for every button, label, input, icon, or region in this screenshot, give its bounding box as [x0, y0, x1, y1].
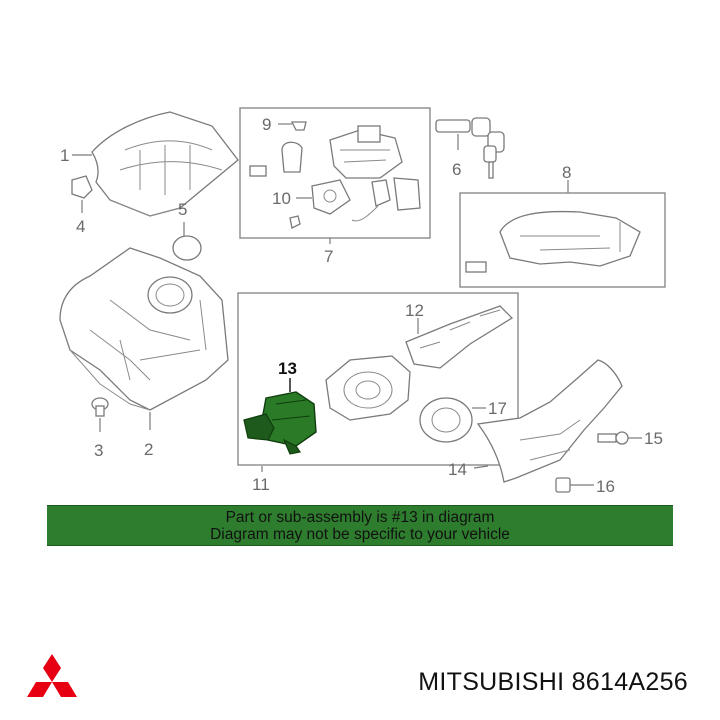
part-3-screw: 3 — [91, 397, 109, 460]
callout-9: 9 — [262, 115, 271, 134]
callout-2: 2 — [144, 440, 153, 459]
callout-7: 7 — [324, 247, 333, 266]
part-5-cap: 5 — [172, 200, 202, 261]
banner-line-1: Part or sub-assembly is #13 in diagram — [225, 508, 495, 526]
part-number: 8614A256 — [571, 668, 688, 696]
callout-15: 15 — [644, 429, 663, 448]
part-17-clock-spring: 17 — [419, 397, 507, 443]
part-14-paddle-shifter: 14 — [448, 359, 623, 483]
callout-10: 10 — [272, 189, 291, 208]
part-16-screw: 16 — [555, 477, 615, 496]
callout-12: 12 — [405, 301, 424, 320]
callout-3: 3 — [94, 441, 103, 460]
callout-11: 11 — [252, 475, 270, 494]
callout-6: 6 — [452, 160, 461, 179]
highlight-banner: Part or sub-assembly is #13 in diagram D… — [47, 505, 673, 546]
frame-7-lock-assembly: 9 10 7 — [239, 107, 431, 266]
frame-11-switch-assembly: 12 13 11 — [237, 292, 519, 494]
part-15-bolt: 15 — [597, 429, 663, 448]
callout-14: 14 — [448, 460, 467, 479]
callout-16: 16 — [596, 477, 615, 496]
callout-4: 4 — [76, 217, 85, 236]
callout-17: 17 — [488, 399, 507, 418]
brand-part-number: MITSUBISHI 8614A256 — [418, 668, 688, 697]
brand-name: MITSUBISHI — [418, 668, 565, 696]
parts-diagram: 1 4 5 2 3 9 — [59, 107, 666, 496]
part-6-keys: 6 — [435, 117, 505, 179]
part-4-clip: 4 — [71, 175, 93, 236]
part-2-lower-cover: 2 — [59, 247, 229, 459]
callout-8: 8 — [562, 163, 571, 182]
three-diamond-logo-icon — [27, 654, 77, 697]
banner-line-2: Diagram may not be specific to your vehi… — [210, 525, 510, 543]
frame-8-column-bracket: 8 — [459, 163, 666, 288]
callout-1: 1 — [60, 146, 69, 165]
callout-13: 13 — [278, 359, 297, 378]
callout-5: 5 — [178, 200, 187, 219]
part-1-upper-cover: 1 — [60, 111, 239, 217]
part-13-highlighted: 13 — [243, 359, 317, 455]
